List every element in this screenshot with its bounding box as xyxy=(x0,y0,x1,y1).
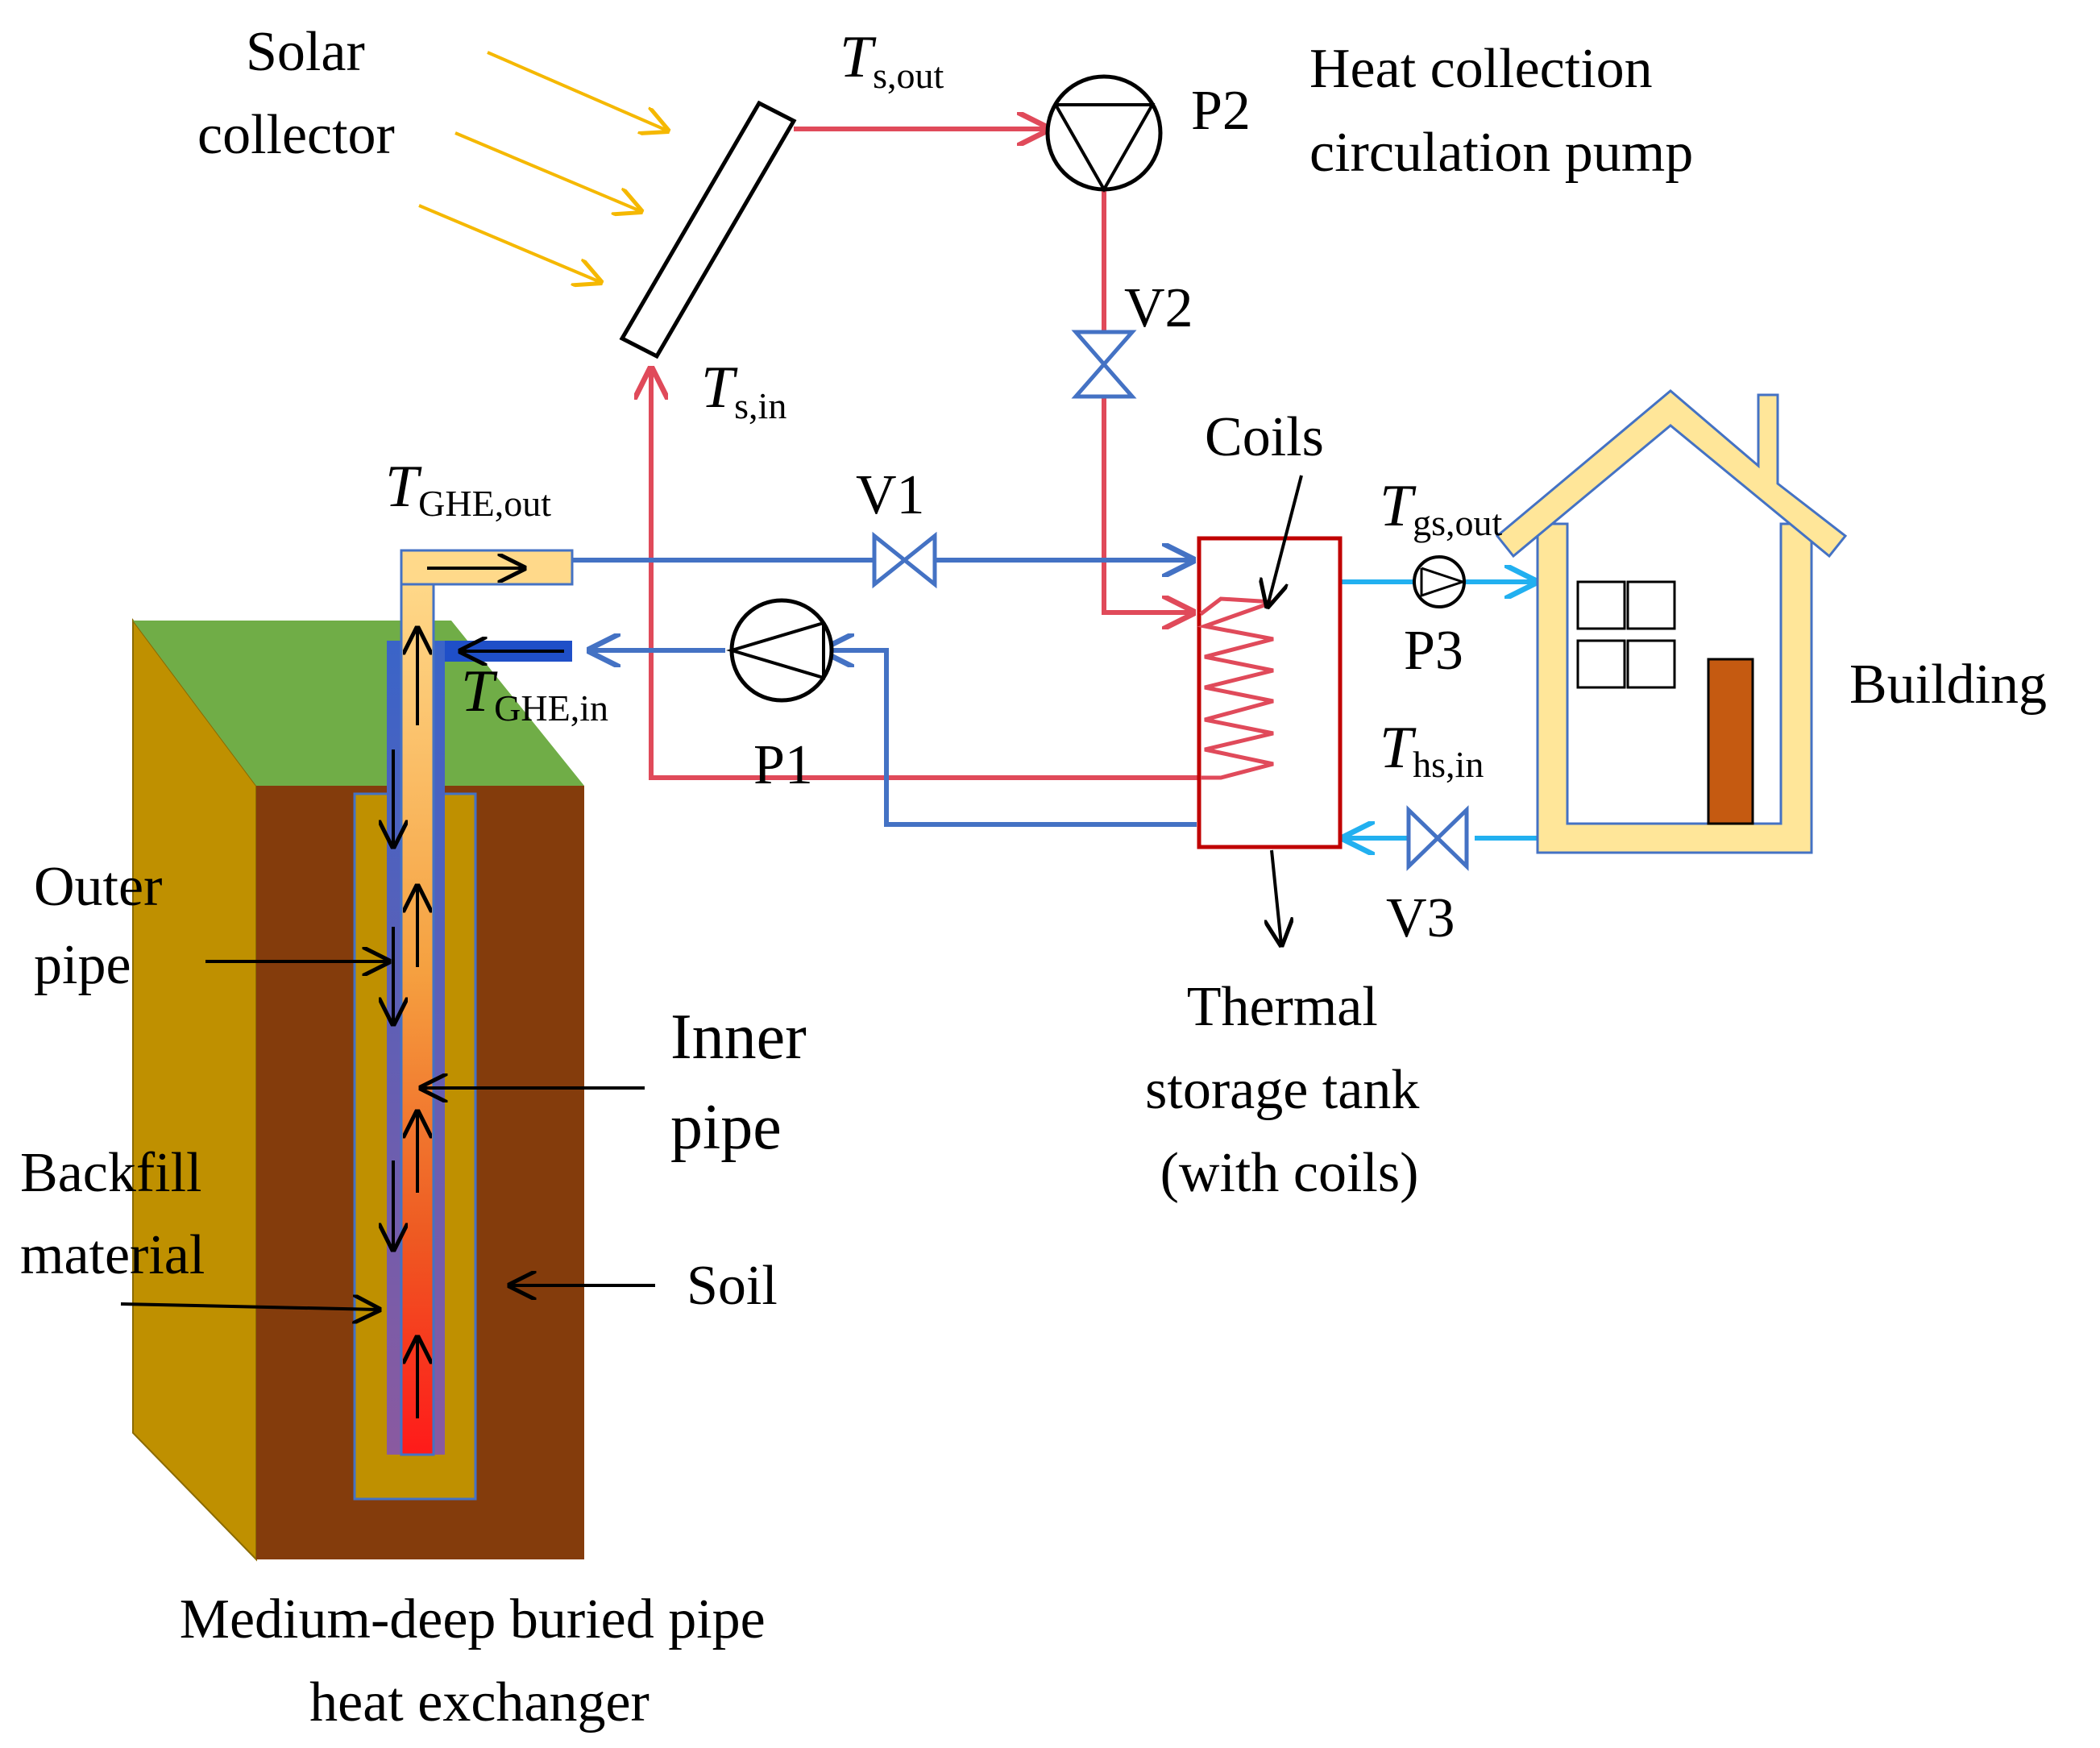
house-walls xyxy=(1536,522,1813,854)
sun-ray xyxy=(454,131,641,211)
p1-label: P1 xyxy=(753,734,813,796)
building-label: Building xyxy=(1849,654,2047,716)
flow-arrows xyxy=(393,568,564,1418)
tank-body xyxy=(1197,536,1343,849)
v1-label: V1 xyxy=(856,464,925,526)
house-window xyxy=(1576,580,1676,689)
sun-ray xyxy=(487,51,667,131)
label-pointers xyxy=(120,961,655,1310)
pipe-p2-to-coils xyxy=(1102,189,1193,612)
pipe-tank-to-p1 xyxy=(824,650,1197,827)
backfill-side-face xyxy=(132,617,257,1562)
tghe-out-label: TGHE,out xyxy=(385,454,551,524)
tgs-out-label: Tgs,out xyxy=(1380,473,1503,543)
house-roof xyxy=(1495,389,1848,558)
valve-v3 xyxy=(1406,805,1469,871)
exchanger-label: Medium-deep buried pipe heat exchanger xyxy=(180,1588,780,1733)
pipe-tank-to-collector xyxy=(651,369,1199,780)
backfill-label: Backfill material xyxy=(20,1142,216,1286)
collector-panel xyxy=(619,100,797,359)
pump-p1 xyxy=(726,598,834,703)
soil-label: Soil xyxy=(687,1255,778,1317)
valve-v2 xyxy=(1071,330,1137,399)
solar-collector xyxy=(418,51,797,359)
sun-ray xyxy=(418,204,600,282)
ts-in-label: Ts,in xyxy=(701,355,786,426)
coils-label: Coils xyxy=(1205,406,1324,468)
coil-spiral xyxy=(1197,596,1274,780)
thermal-storage-tank xyxy=(1197,475,1343,945)
house-door xyxy=(1707,658,1754,825)
ground-block xyxy=(132,549,584,1562)
building-loop xyxy=(1339,582,1538,838)
p3-label: P3 xyxy=(1404,620,1463,682)
p2-label: P2 xyxy=(1191,80,1251,142)
inner-pipe-label: Inner pipe xyxy=(670,1002,823,1163)
tghe-in-label: TGHE,in xyxy=(461,658,608,729)
ths-in-label: Ths,in xyxy=(1380,715,1484,785)
v2-label: V2 xyxy=(1124,277,1193,339)
coils-pointer xyxy=(1268,475,1303,606)
solar-collector-label: Solar collector xyxy=(197,21,395,166)
heat-pump-label: Heat collection circulation pump xyxy=(1309,38,1693,184)
ts-out-label: Ts,out xyxy=(840,24,944,96)
tank-pointer xyxy=(1272,849,1281,945)
pump-p3 xyxy=(1413,555,1467,608)
valve-v1 xyxy=(872,531,937,589)
building xyxy=(1495,389,1848,854)
outer-pipe-label: Outer pipe xyxy=(34,856,176,996)
v3-label: V3 xyxy=(1386,887,1455,949)
tank-label: Thermal storage tank (with coils) xyxy=(1145,976,1434,1204)
pump-p2 xyxy=(1045,74,1163,193)
